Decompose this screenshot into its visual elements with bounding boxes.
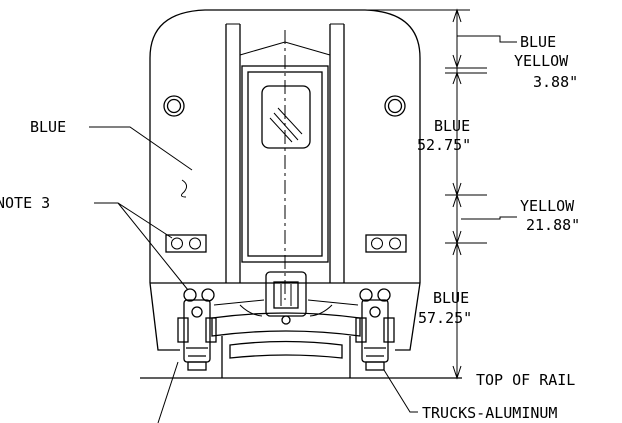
label-top-of-rail: TOP OF RAIL xyxy=(476,371,575,389)
label-trucks: TRUCKS-ALUMINUM xyxy=(422,404,557,422)
label-blue-left: BLUE xyxy=(30,118,66,136)
label-mid-blue: BLUE xyxy=(434,117,470,135)
marker-light-left xyxy=(163,95,185,117)
label-top-blue: BLUE xyxy=(520,33,556,51)
label-note-3: NOTE 3 xyxy=(0,194,50,212)
marker-light-right xyxy=(384,95,406,117)
label-top-dimension: 3.88" xyxy=(533,73,578,91)
car-body-outline xyxy=(149,9,421,351)
leader-lines xyxy=(89,126,418,423)
lamp-box-right xyxy=(365,234,407,253)
label-low-blue: BLUE xyxy=(433,289,469,307)
label-low-dimension: 57.25" xyxy=(418,309,472,327)
lower-lights-left xyxy=(183,288,215,302)
label-mid-dimension: 52.75" xyxy=(417,136,471,154)
lower-lights-right xyxy=(359,288,391,302)
truck-left xyxy=(177,299,217,371)
dimension-lines xyxy=(290,8,517,380)
label-top-yellow: YELLOW xyxy=(514,52,569,70)
label-yellow-dimension: 21.88" xyxy=(526,216,580,234)
coupler xyxy=(213,271,359,325)
truck-right xyxy=(355,299,395,371)
lamp-box-left xyxy=(165,234,207,253)
label-yellow: YELLOW xyxy=(520,197,575,215)
